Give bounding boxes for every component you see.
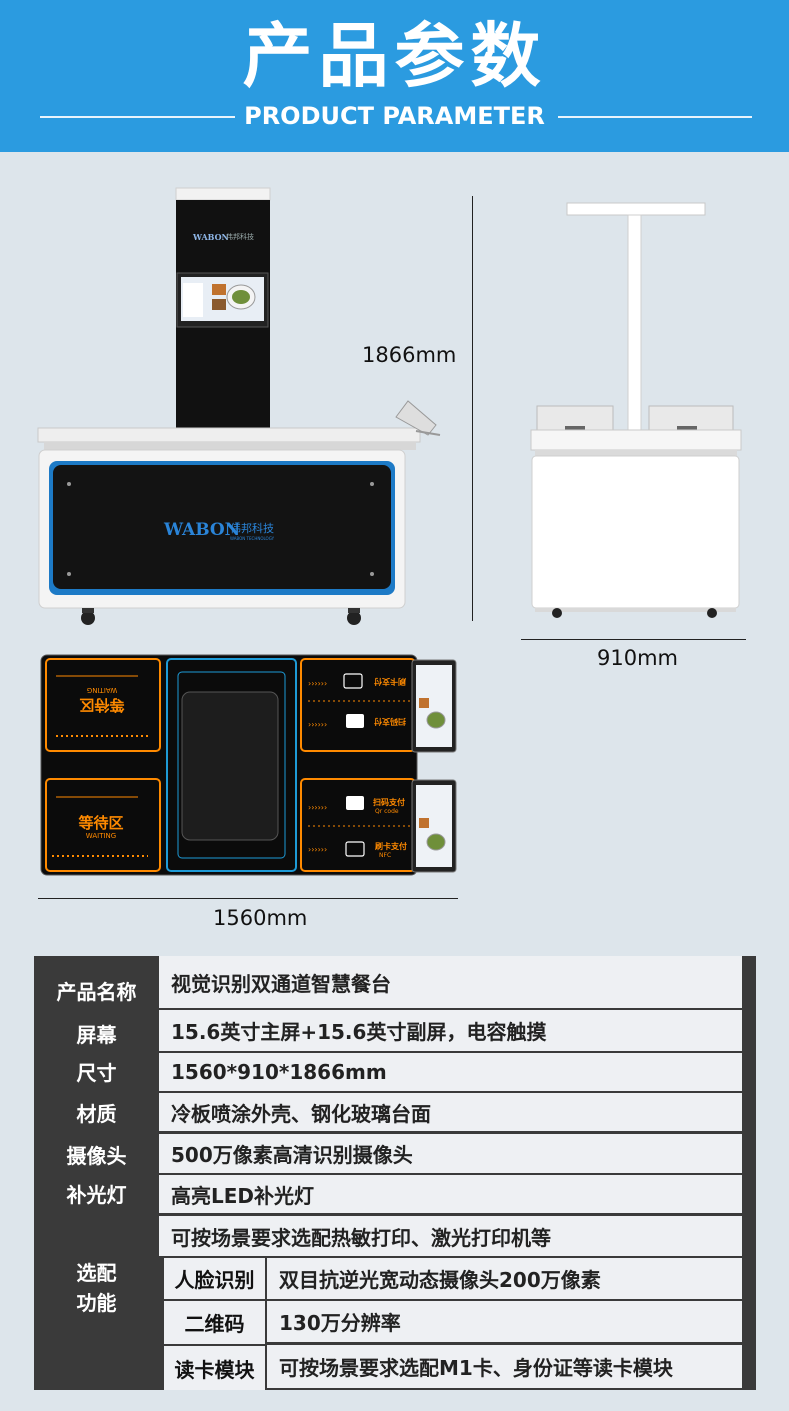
option-label-qrcode: 二维码	[164, 1301, 265, 1344]
spec-label-options: 选配 功能	[34, 1256, 159, 1320]
spec-label-size: 尺寸	[34, 1054, 159, 1092]
option-label-face: 人脸识别	[164, 1258, 265, 1299]
spec-table: 产品名称 视觉识别双通道智慧餐台 屏幕 15.6英寸主屏+15.6英寸副屏，电容…	[34, 956, 756, 1390]
spec-label-options-line1: 选配	[76, 1261, 117, 1285]
spec-value-camera: 500万像素高清识别摄像头	[159, 1134, 742, 1173]
width-dimension-line	[38, 898, 458, 899]
card-pay-en: NFC	[379, 852, 391, 859]
depth-dimension-label: 910mm	[597, 646, 678, 670]
chevrons-4: ››››››	[308, 845, 327, 854]
spec-label-material: 材质	[34, 1095, 159, 1133]
waiting-zone-en-flipped: WAITING	[87, 686, 117, 694]
option-value-face: 双目抗逆光宽动态摄像头200万像素	[267, 1258, 742, 1299]
option-label-card: 读卡模块	[164, 1346, 265, 1390]
spec-options-intro: 可按场景要求选配热敏打印、激光打印机等	[159, 1216, 742, 1256]
top-view-image: 等待区 WAITING 等待区 WAITING ›››››› ›››››› 刷卡…	[40, 654, 457, 876]
card-pay-label-flipped: 刷卡支付	[374, 677, 407, 687]
scan-pay-label: 扫码支付	[373, 797, 405, 807]
front-view-image: WABON 伟邦科技 WABON 伟邦科技 WABON TECHNOLOGY	[37, 187, 441, 625]
chevrons-1: ››››››	[308, 679, 327, 688]
tower-logo: WABON	[192, 232, 229, 242]
scan-pay-en: Qr code	[375, 808, 399, 815]
waiting-zone-en: WAITING	[86, 832, 116, 840]
spec-label-camera: 摄像头	[34, 1137, 159, 1175]
depth-dimension-line	[521, 639, 746, 640]
spec-value-screen: 15.6英寸主屏+15.6英寸副屏，电容触摸	[159, 1010, 742, 1051]
spec-value-name: 视觉识别双通道智慧餐台	[159, 956, 742, 1008]
spec-label-options-line2: 功能	[76, 1291, 117, 1315]
tower-logo-cn: 伟邦科技	[226, 232, 254, 241]
side-view-image	[530, 202, 742, 618]
option-value-card: 可按场景要求选配M1卡、身份证等读卡模块	[267, 1345, 742, 1388]
page-title: 产品参数	[242, 15, 547, 97]
cabinet-logo-en: WABON TECHNOLOGY	[230, 536, 275, 541]
header-rule-left	[40, 116, 235, 118]
cabinet-logo-cn: 伟邦科技	[230, 521, 274, 535]
spec-value-light: 高亮LED补光灯	[159, 1175, 742, 1213]
cabinet-logo: WABON	[163, 520, 240, 540]
width-dimension-label: 1560mm	[213, 906, 308, 930]
card-pay-label: 刷卡支付	[374, 841, 407, 851]
header-rule-right	[558, 116, 752, 118]
spec-value-material: 冷板喷涂外壳、钢化玻璃台面	[159, 1093, 742, 1131]
spec-value-size: 1560*910*1866mm	[159, 1053, 742, 1091]
page-subtitle: PRODUCT PARAMETER	[244, 102, 545, 130]
scan-pay-label-flipped: 扫码支付	[374, 717, 406, 727]
height-dimension-line	[472, 196, 473, 621]
height-dimension-label: 1866mm	[362, 343, 457, 367]
spec-label-light: 补光灯	[34, 1176, 159, 1214]
spec-label-screen: 屏幕	[34, 1016, 159, 1054]
option-value-qrcode: 130万分辨率	[267, 1301, 742, 1342]
page-header: 产品参数 PRODUCT PARAMETER	[0, 0, 789, 152]
waiting-zone-label-flipped: 等待区	[79, 696, 124, 714]
chevrons-3: ››››››	[308, 803, 327, 812]
chevrons-2: ››››››	[308, 720, 327, 729]
waiting-zone-label: 等待区	[78, 814, 123, 832]
